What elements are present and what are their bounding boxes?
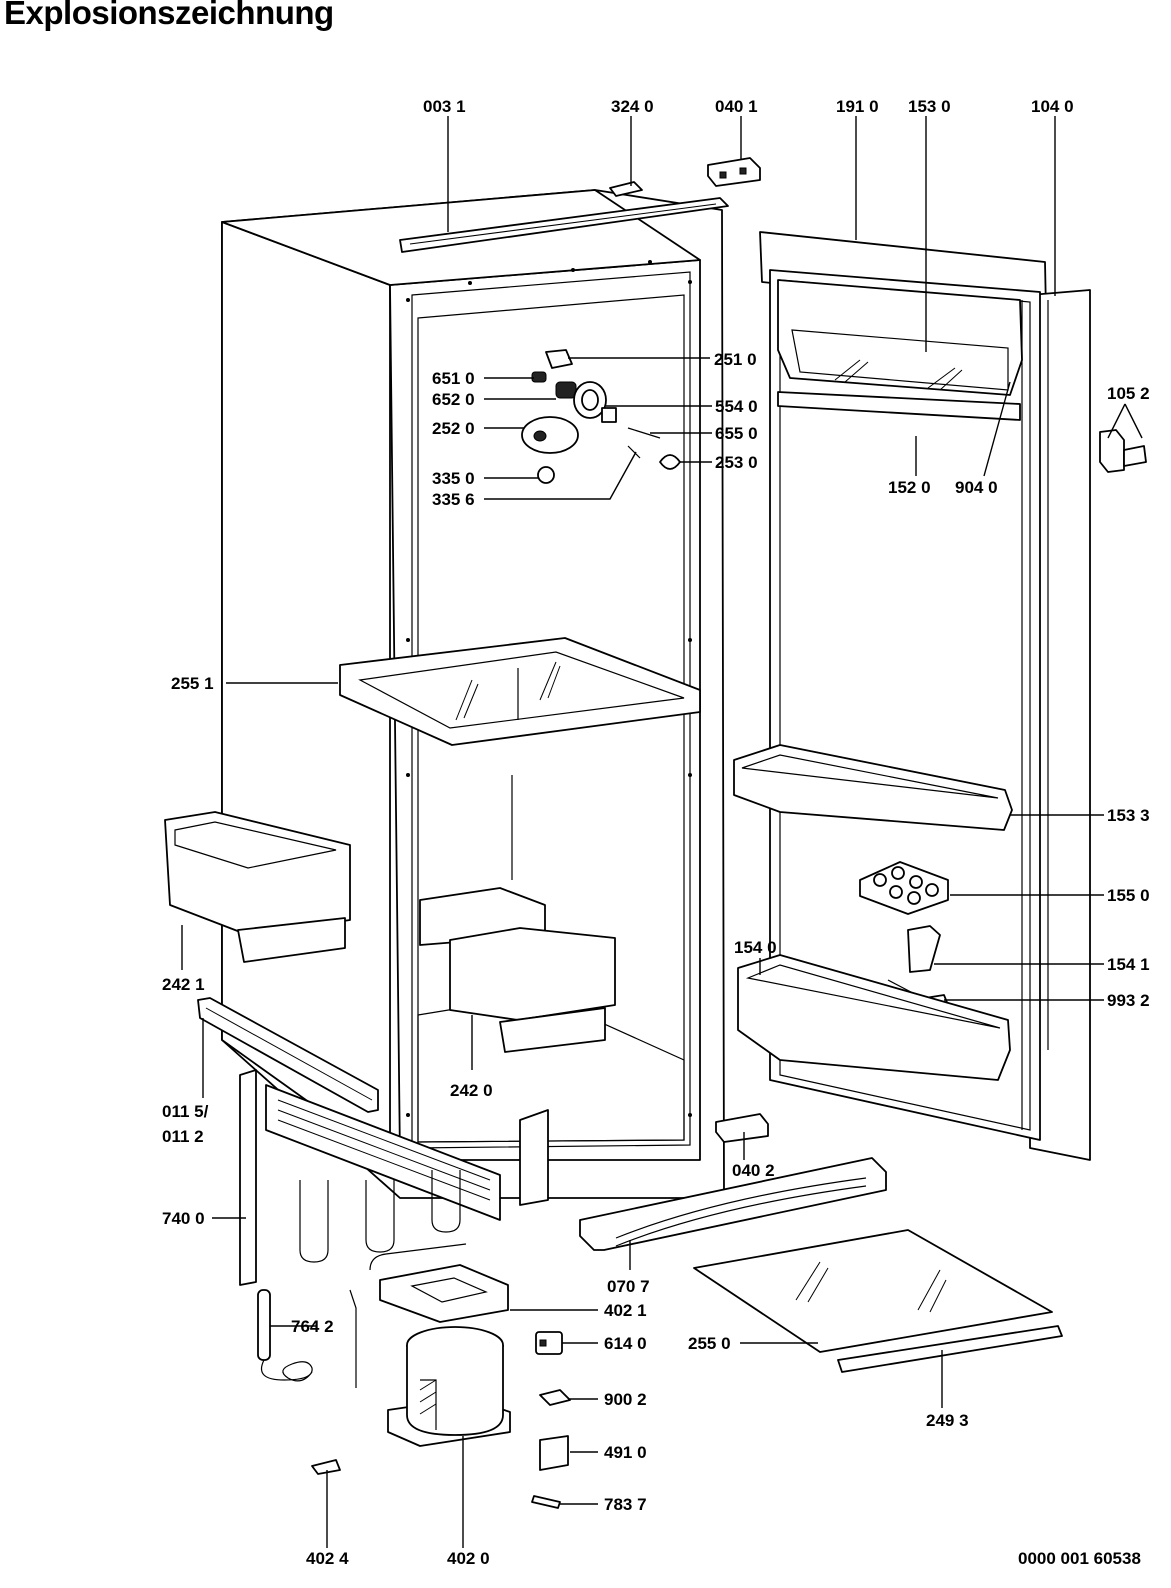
label-252-0: 252 0 bbox=[432, 419, 475, 438]
door-hinge-right bbox=[1099, 429, 1147, 473]
label-491-0: 491 0 bbox=[604, 1443, 647, 1462]
thermostat-assembly bbox=[521, 349, 681, 484]
label-152-0: 152 0 bbox=[888, 478, 931, 497]
label-153-3: 153 3 bbox=[1107, 806, 1150, 825]
bottom-rail bbox=[197, 997, 379, 1113]
compressor-bracket bbox=[379, 1264, 509, 1323]
leader-lines bbox=[181, 116, 1143, 1548]
label-255-0: 255 0 bbox=[688, 1334, 731, 1353]
label-783-7: 783 7 bbox=[604, 1495, 647, 1514]
label-655-0: 655 0 bbox=[715, 424, 758, 443]
door-assembly bbox=[733, 231, 1091, 1161]
label-764-2: 764 2 bbox=[291, 1317, 334, 1336]
label-255-1: 255 1 bbox=[171, 674, 214, 693]
label-402-0: 402 0 bbox=[447, 1549, 490, 1568]
top-rail bbox=[399, 197, 729, 253]
label-242-1: 242 1 bbox=[162, 975, 205, 994]
label-154-1: 154 1 bbox=[1107, 955, 1150, 974]
condenser bbox=[239, 1069, 549, 1286]
door-strip bbox=[579, 1157, 887, 1251]
hinge-top bbox=[707, 157, 761, 187]
vegetable-drawer bbox=[419, 887, 616, 1053]
label-070-7: 070 7 bbox=[607, 1277, 650, 1296]
label-900-2: 900 2 bbox=[604, 1390, 647, 1409]
compressor bbox=[387, 1326, 511, 1447]
label-402-4: 402 4 bbox=[306, 1549, 349, 1568]
label-003-1: 003 1 bbox=[423, 97, 466, 116]
starter-relay bbox=[535, 1331, 563, 1355]
label-614-0: 614 0 bbox=[604, 1334, 647, 1353]
label-324-0: 324 0 bbox=[611, 97, 654, 116]
overload-protector bbox=[539, 1389, 571, 1406]
glass-shelf-upper bbox=[339, 637, 701, 746]
glass-plate bbox=[693, 1229, 1053, 1353]
label-652-0: 652 0 bbox=[432, 390, 475, 409]
label-242-0: 242 0 bbox=[450, 1081, 493, 1100]
label-335-0: 335 0 bbox=[432, 469, 475, 488]
label-011-5: 011 5/ bbox=[162, 1102, 209, 1121]
label-040-2: 040 2 bbox=[732, 1161, 775, 1180]
label-335-6: 335 6 bbox=[432, 490, 475, 509]
label-253-0: 253 0 bbox=[715, 453, 758, 472]
clip-part bbox=[609, 181, 643, 197]
document-number: 0000 001 60538 bbox=[1018, 1549, 1141, 1568]
label-904-0: 904 0 bbox=[955, 478, 998, 497]
label-191-0: 191 0 bbox=[836, 97, 879, 116]
label-651-0: 651 0 bbox=[432, 369, 475, 388]
cable-part bbox=[531, 1495, 561, 1509]
label-154-0: 154 0 bbox=[734, 938, 777, 957]
page-title: Explosionszeichnung bbox=[4, 0, 334, 31]
label-153-0: 153 0 bbox=[908, 97, 951, 116]
drawer-left bbox=[164, 811, 351, 963]
label-740-0: 740 0 bbox=[162, 1209, 205, 1228]
label-402-1: 402 1 bbox=[604, 1301, 647, 1320]
label-251-0: 251 0 bbox=[714, 350, 757, 369]
label-993-2: 993 2 bbox=[1107, 991, 1150, 1010]
label-155-0: 155 0 bbox=[1107, 886, 1150, 905]
label-040-1: 040 1 bbox=[715, 97, 758, 116]
part-labels: 003 1 324 0 040 1 191 0 153 0 104 0 251 … bbox=[162, 97, 1150, 1568]
clamp-part bbox=[311, 1459, 341, 1475]
label-105-2: 105 2 bbox=[1107, 384, 1150, 403]
capillary-tube bbox=[257, 1243, 467, 1388]
hinge-bottom bbox=[715, 1113, 769, 1143]
glass-trim-strip bbox=[837, 1325, 1063, 1373]
label-249-3: 249 3 bbox=[926, 1411, 969, 1430]
label-554-0: 554 0 bbox=[715, 397, 758, 416]
relay-cover bbox=[539, 1435, 569, 1471]
label-104-0: 104 0 bbox=[1031, 97, 1074, 116]
label-011-2: 011 2 bbox=[162, 1127, 204, 1146]
